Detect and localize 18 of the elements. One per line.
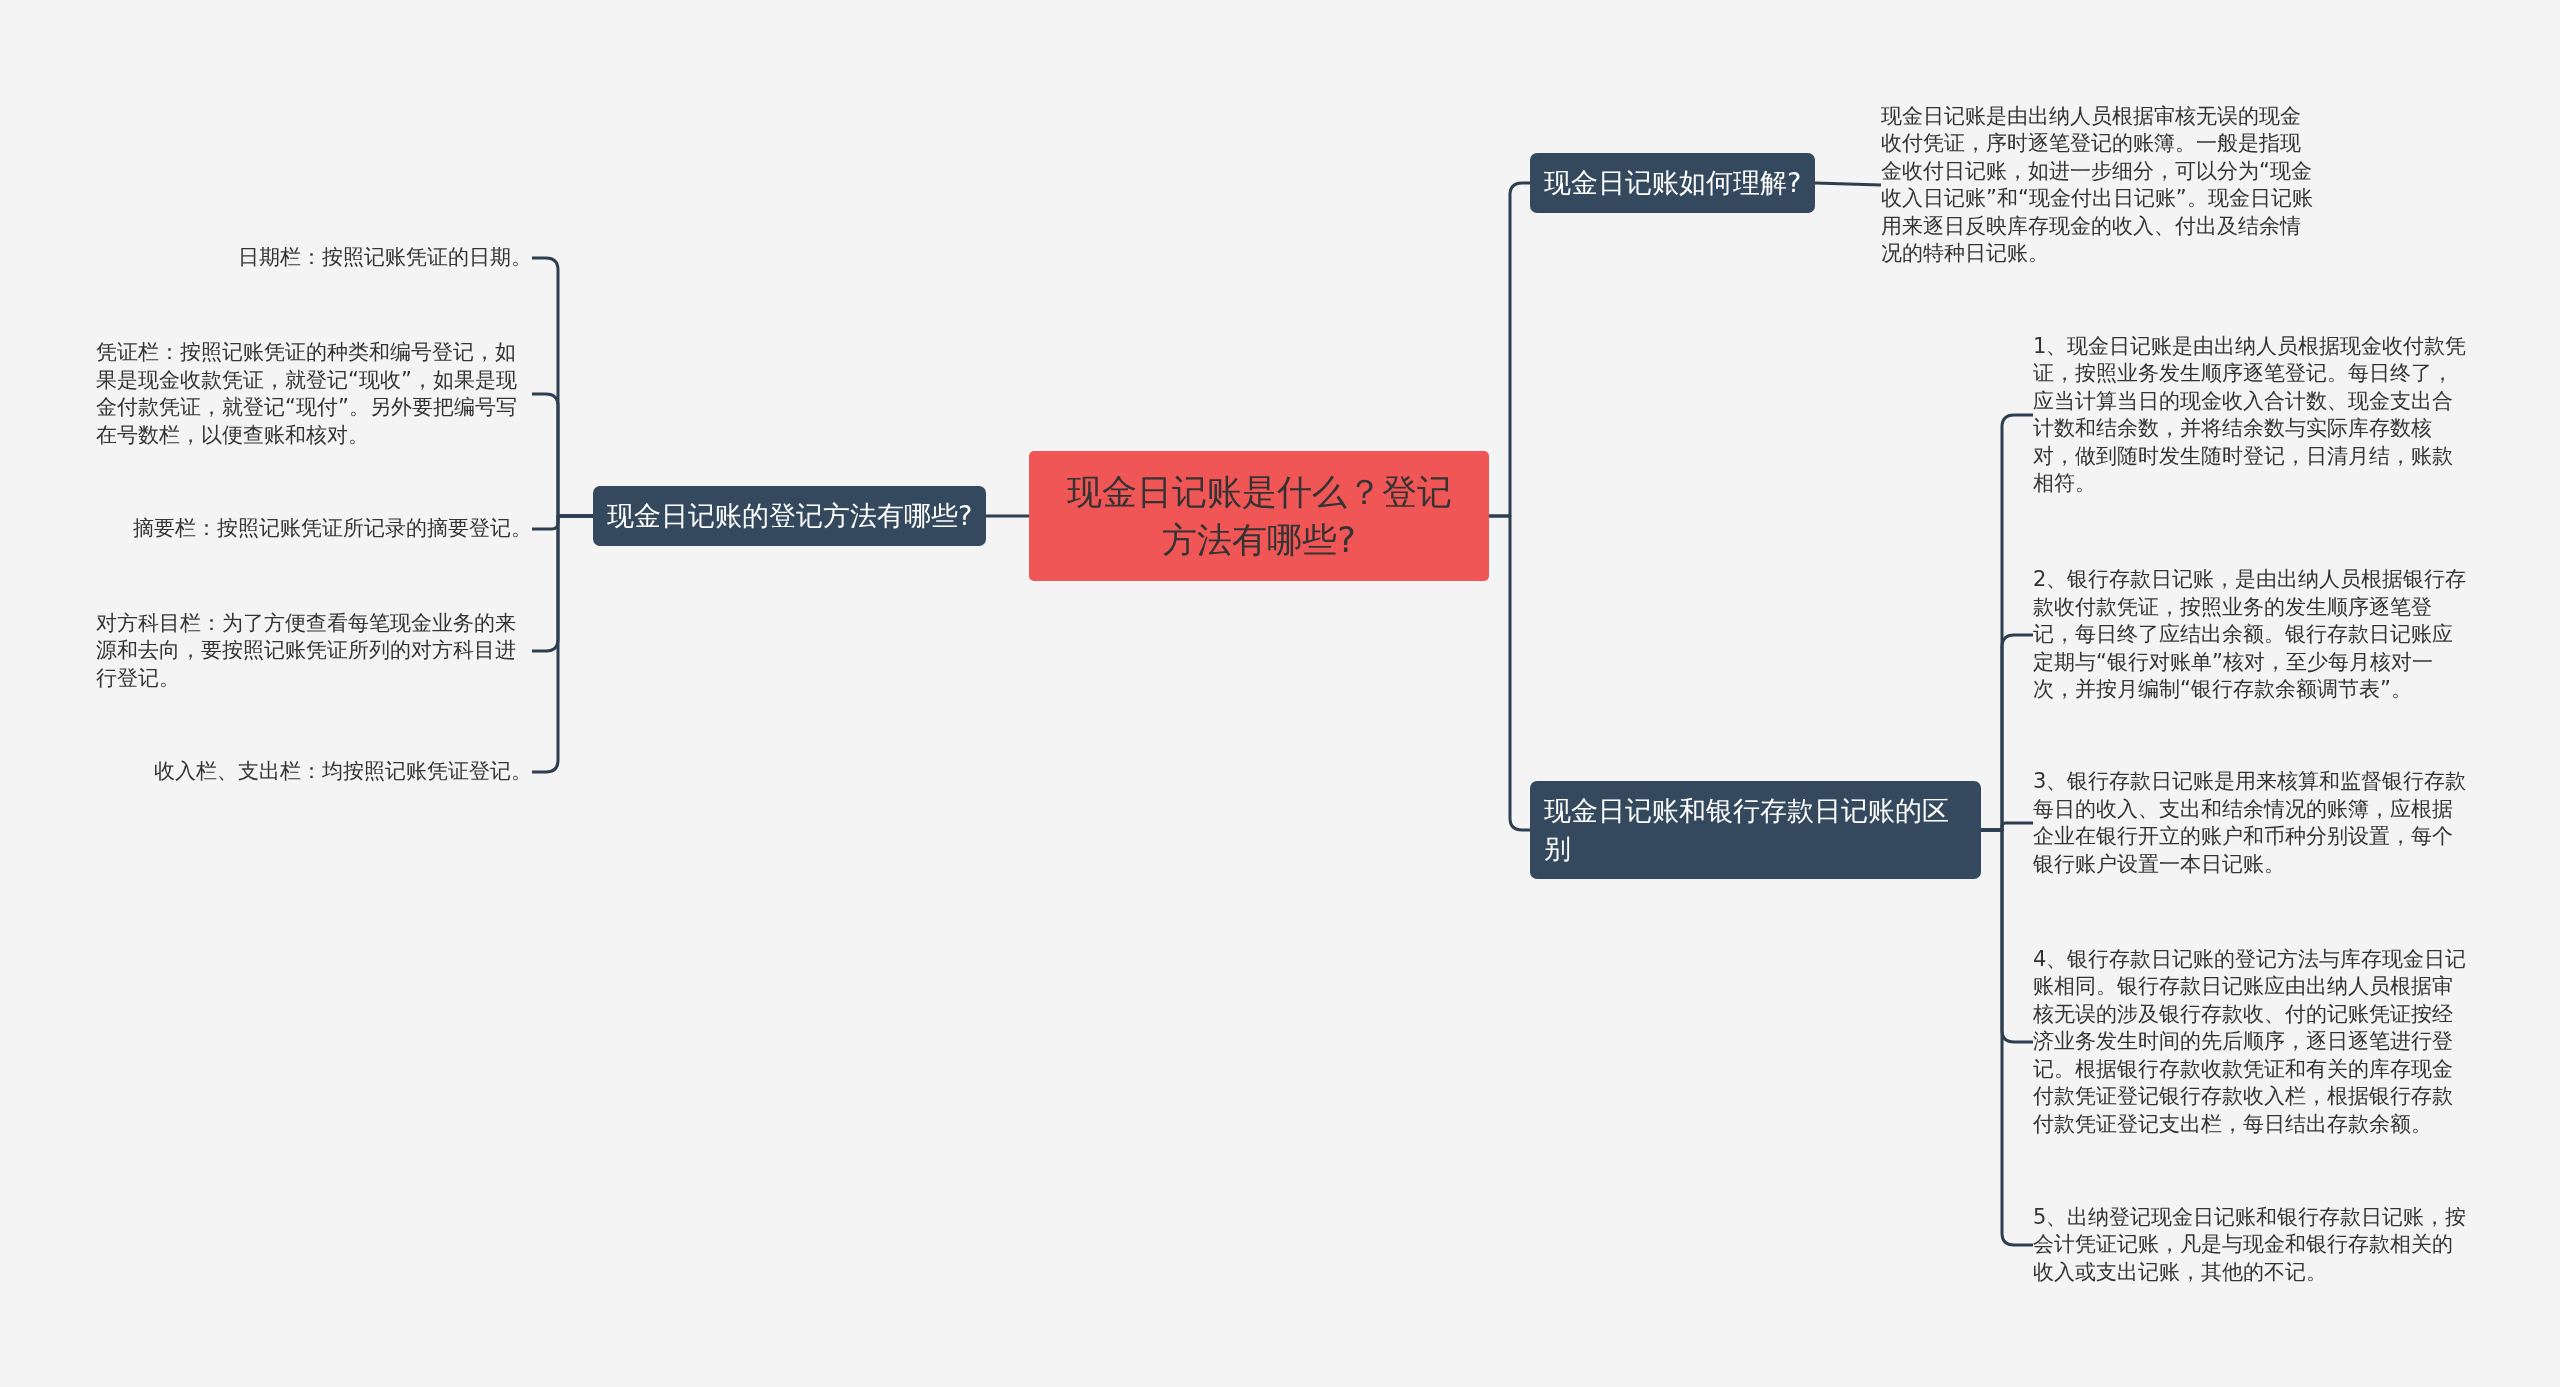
subtopic-text: 1、现金日记账是由出纳人员根据现金收付款凭证，按照业务发生顺序逐笔登记。每日终了，应当计算当日的现金收入合计数、现金支出合计数和结余数，并将结余数与实际库存数核对，做到随时发生随时登记，日清月结，账款相符。 xyxy=(2033,332,2469,498)
subtopic-text: 3、银行存款日记账是用来核算和监督银行存款每日的收入、支出和结余情况的账簿，应根据企业在银行开立的账户和币种分别设置，每个银行账户设置一本日记账。 xyxy=(2033,768,2469,878)
subtopic-text: 2、银行存款日记账，是由出纳人员根据银行存款收付款凭证，按照业务的发生顺序逐笔登记，每日终了应结出余额。银行存款日记账应定期与“银行对账单”核对，至少每月核对一次，并按月编制“银行存款余额调节表”。 xyxy=(2033,566,2469,704)
subtopic-text: 摘要栏：按照记账凭证所记录的摘要登记。 xyxy=(133,515,532,543)
subtopic-text: 凭证栏：按照记账凭证的种类和编号登记，如果是现金收款凭证，就登记“现收”，如果是现金付款凭证，就登记“现付”。另外要把编号写在号数栏，以便查账和核对。 xyxy=(96,339,532,449)
subtopic-text: 5、出纳登记现金日记账和银行存款日记账，按会计凭证记账，凡是与现金和银行存款相关的收入或支出记账，其他的不记。 xyxy=(2033,1203,2469,1286)
topic-box: 现金日记账和银行存款日记账的区别 xyxy=(1530,781,1981,879)
subtopic-text: 收入栏、支出栏：均按照记账凭证登记。 xyxy=(154,758,532,786)
connector-line xyxy=(1489,514,1530,832)
connector-line xyxy=(986,514,1029,518)
subtopic-text: 现金日记账是由出纳人员根据审核无误的现金收付凭证，序时逐笔登记的账簿。一般是指现金收付日记账，如进一步细分，可以分为“现金收入日记账”和“现金付出日记账”。现金日记账用来逐日反映库存现金的收入、付出及结余情况的特种日记账。 xyxy=(1881,102,2317,268)
subtopic-text: 对方科目栏：为了方便查看每笔现金业务的来源和去向，要按照记账凭证所列的对方科目进行登记。 xyxy=(96,609,532,692)
central-topic-box: 现金日记账是什么？登记方法有哪些? xyxy=(1029,451,1489,581)
topic-box: 现金日记账的登记方法有哪些? xyxy=(593,486,986,546)
subtopic-text: 日期栏：按照记账凭证的日期。 xyxy=(238,244,532,272)
subtopic-text: 4、银行存款日记账的登记方法与库存现金日记账相同。银行存款日记账应由出纳人员根据审核无误的涉及银行存款收、付的记账凭证按经济业务发生时间的先后顺序，逐日逐笔进行登记。根据银行存款收款凭证和有关的库存现金付款凭证登记银行存款收入栏，根据银行存款付款凭证登记支出栏，每日结出存款余额。 xyxy=(2033,945,2469,1138)
connector-line xyxy=(1814,181,1882,187)
topic-box: 现金日记账如何理解? xyxy=(1530,153,1816,213)
